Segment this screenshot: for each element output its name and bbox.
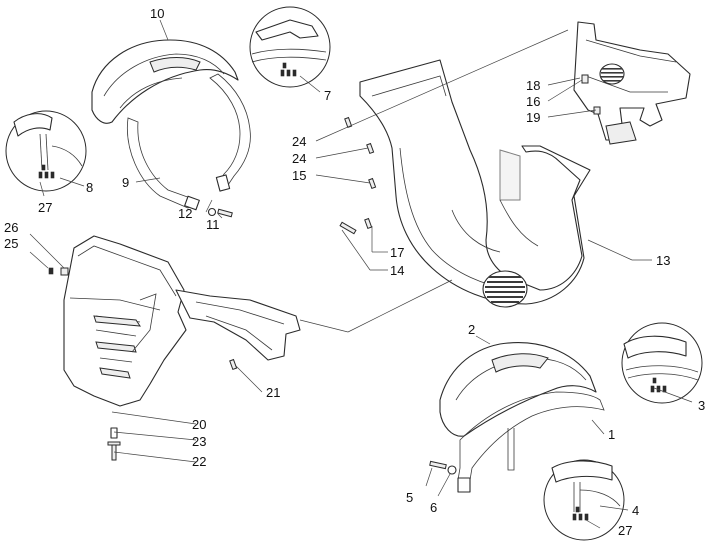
leader-lines bbox=[29, 19, 693, 529]
callout-5: 5 bbox=[406, 490, 413, 505]
callout-24-lower: 24 bbox=[292, 151, 306, 166]
screw-22 bbox=[107, 441, 121, 461]
callout-4: 4 bbox=[632, 503, 639, 518]
callout-24-top: 24 bbox=[292, 134, 306, 149]
part-13-inner-shield bbox=[359, 59, 591, 308]
callout-21: 21 bbox=[266, 385, 280, 400]
part-9-bracket bbox=[126, 73, 251, 211]
clip-26 bbox=[60, 267, 69, 276]
inset-detail-3 bbox=[621, 322, 703, 404]
callout-1: 1 bbox=[608, 427, 615, 442]
part-18-bracket-panel bbox=[573, 21, 691, 145]
callout-12: 12 bbox=[178, 206, 192, 221]
part-2-rear-mudguard bbox=[439, 342, 597, 437]
part-16-clip bbox=[581, 74, 589, 84]
callout-17: 17 bbox=[390, 245, 404, 260]
washer-6 bbox=[447, 465, 457, 475]
screw-5 bbox=[429, 460, 447, 470]
part-12-washer bbox=[207, 207, 217, 217]
part-20-leg-shield bbox=[63, 235, 187, 407]
callout-6: 6 bbox=[430, 500, 437, 515]
part-10-front-mudguard bbox=[91, 39, 239, 124]
spacer-23 bbox=[110, 427, 118, 439]
screw-24-lower bbox=[366, 142, 375, 155]
callout-25: 25 bbox=[4, 236, 18, 251]
callout-13: 13 bbox=[656, 253, 670, 268]
callout-22: 22 bbox=[192, 454, 206, 469]
callout-26: 26 bbox=[4, 220, 18, 235]
inset-detail-7 bbox=[249, 6, 331, 88]
part-11-screw bbox=[217, 208, 233, 218]
part-13-vent-grille bbox=[482, 270, 528, 308]
screw-25 bbox=[48, 267, 54, 275]
part-21-footboard-shield bbox=[175, 289, 301, 361]
part-1-rear-bracket bbox=[457, 391, 605, 493]
callout-18: 18 bbox=[526, 78, 540, 93]
screw-15 bbox=[368, 177, 377, 190]
callout-27-left: 27 bbox=[38, 200, 52, 215]
callout-7: 7 bbox=[324, 88, 331, 103]
callout-23: 23 bbox=[192, 434, 206, 449]
callout-3: 3 bbox=[698, 398, 705, 413]
inset-detail-4 bbox=[543, 459, 625, 541]
callout-numbers: 10 7 8 27 9 12 11 18 16 19 24 24 15 17 1… bbox=[4, 6, 705, 538]
screw-21 bbox=[229, 358, 238, 371]
callout-9: 9 bbox=[122, 175, 129, 190]
callout-15: 15 bbox=[292, 168, 306, 183]
callout-10: 10 bbox=[150, 6, 164, 21]
screw-14 bbox=[339, 221, 357, 235]
callout-11: 11 bbox=[206, 217, 220, 232]
inset-detail-8 bbox=[5, 110, 87, 192]
callout-2: 2 bbox=[468, 322, 475, 337]
screw-24-top bbox=[344, 116, 353, 129]
callout-14: 14 bbox=[390, 263, 404, 278]
callout-16: 16 bbox=[526, 94, 540, 109]
callout-8: 8 bbox=[86, 180, 93, 195]
callout-20: 20 bbox=[192, 417, 206, 432]
callout-27-right: 27 bbox=[618, 523, 632, 538]
screw-17 bbox=[364, 217, 373, 230]
callout-19: 19 bbox=[526, 110, 540, 125]
